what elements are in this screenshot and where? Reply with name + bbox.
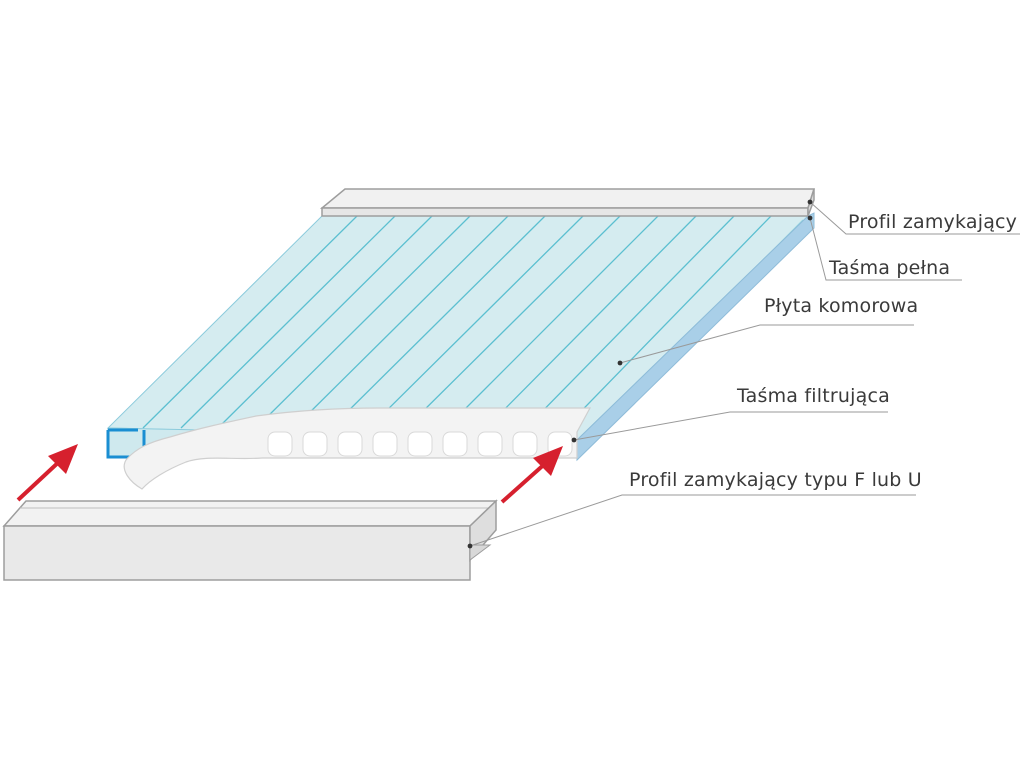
assembly-arrows bbox=[16, 444, 563, 504]
label-filter-tape: Taśma filtrująca bbox=[736, 385, 890, 407]
fu-profile bbox=[2, 499, 498, 581]
callout-leaders bbox=[467, 199, 1020, 549]
filter-tape bbox=[123, 407, 592, 490]
multiwall-sheet bbox=[106, 212, 815, 462]
fu-profile-front bbox=[3, 525, 471, 581]
top-end-profile bbox=[319, 188, 816, 217]
arrow-left-icon bbox=[16, 444, 78, 502]
label-solid-tape: Taśma pełna bbox=[828, 257, 950, 279]
sheet-chambers bbox=[267, 431, 573, 457]
fu-profile-lip bbox=[469, 544, 492, 561]
top-profile-front bbox=[321, 207, 809, 217]
fu-profile-top bbox=[2, 500, 498, 527]
label-multiwall-sheet: Płyta komorowa bbox=[764, 295, 918, 317]
label-fu-profile: Profil zamykający typu F lub U bbox=[629, 469, 922, 491]
top-profile-face bbox=[319, 188, 816, 209]
arrow-right-icon bbox=[500, 446, 563, 504]
sheet-ribs bbox=[142, 216, 804, 440]
label-end-profile: Profil zamykający bbox=[848, 211, 1017, 233]
sheet-side-edge bbox=[576, 212, 815, 462]
